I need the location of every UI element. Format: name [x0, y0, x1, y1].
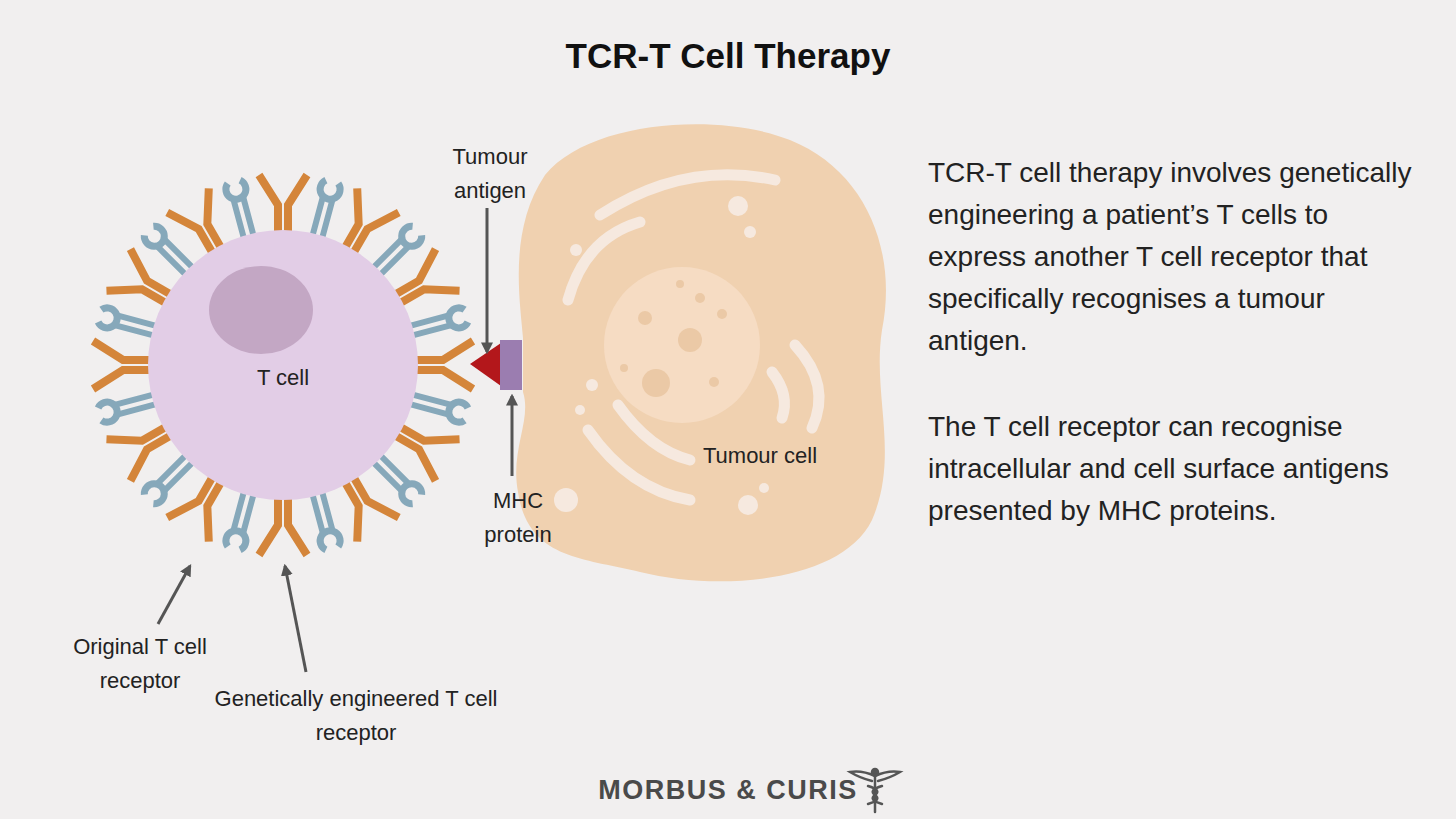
tumour-cell: Tumour cell — [500, 110, 900, 590]
leader-line — [486, 208, 489, 352]
leader-line — [511, 396, 514, 476]
node-outline — [500, 110, 900, 590]
leader-line — [285, 566, 306, 672]
engineered-receptor — [259, 175, 307, 239]
part-label: Original T cell receptor — [70, 630, 210, 698]
body-text: TCR-T cell therapy involves genetically … — [928, 152, 1428, 362]
engineered-receptor — [93, 341, 157, 389]
part-label: Tumour antigen — [434, 140, 546, 208]
node-label: T cell — [257, 365, 309, 391]
part-label: MHC protein — [468, 484, 568, 552]
leader-line — [158, 566, 190, 624]
node-label: Tumour cell — [703, 443, 817, 469]
mhc-protein-shape — [500, 340, 522, 390]
part-label: Genetically engineered T cell receptor — [211, 682, 501, 750]
receptors — [93, 175, 473, 555]
engineered-receptor — [409, 341, 473, 389]
engineered-receptor — [259, 491, 307, 555]
title: TCR-T Cell Therapy — [0, 36, 1456, 76]
watermark: MORBUS & CURIS — [598, 774, 858, 806]
t-cell: T cell — [148, 230, 418, 500]
body-text: The T cell receptor can recognise intrac… — [928, 406, 1428, 532]
